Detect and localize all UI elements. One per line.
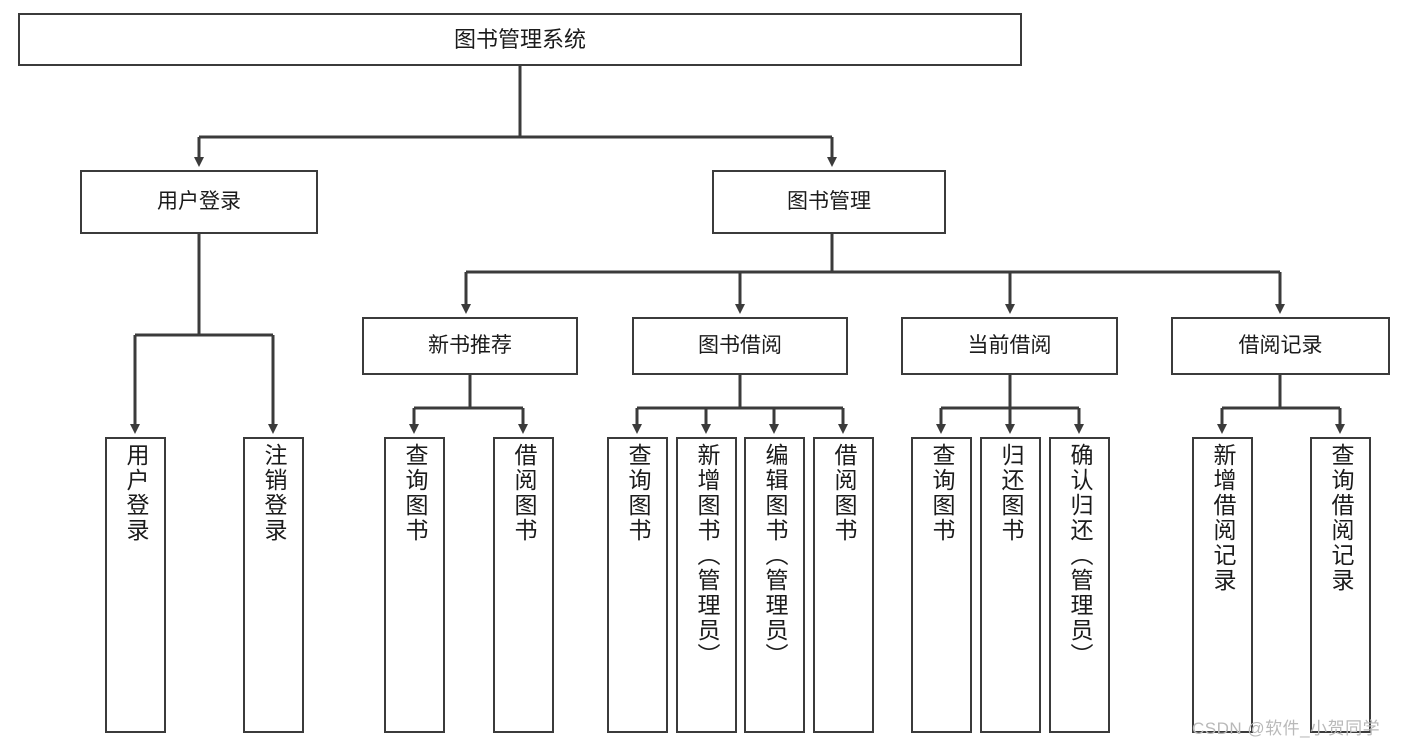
node-book-borrow[interactable]: 图书借阅 [632, 317, 848, 375]
node-label: 当前借阅 [967, 333, 1052, 357]
leaf-book-borrow-edit-book-admin[interactable]: 编辑图书（管理员） [744, 437, 805, 733]
node-root-book-management-system[interactable]: 图书管理系统 [18, 13, 1022, 66]
node-label: 查询图书 [625, 443, 651, 543]
node-label: 图书管理 [787, 189, 871, 213]
node-label: 新增借阅记录 [1210, 443, 1236, 593]
node-label: 查询借阅记录 [1328, 443, 1354, 593]
node-label: 确认归还（管理员） [1067, 443, 1093, 668]
node-book-management[interactable]: 图书管理 [712, 170, 946, 234]
node-label: 借阅图书 [831, 443, 857, 543]
node-label: 查询图书 [402, 443, 428, 543]
leaf-book-borrow-add-book-admin[interactable]: 新增图书（管理员） [676, 437, 737, 733]
leaf-borrow-record-add-record[interactable]: 新增借阅记录 [1192, 437, 1253, 733]
node-label: 编辑图书（管理员） [762, 443, 788, 668]
leaf-book-borrow-borrow-book[interactable]: 借阅图书 [813, 437, 874, 733]
node-label: 用户登录 [123, 443, 149, 543]
leaf-new-book-query-book[interactable]: 查询图书 [384, 437, 445, 733]
leaf-new-book-borrow-book[interactable]: 借阅图书 [493, 437, 554, 733]
csdn-watermark: CSDN @软件_小贺同学 [1192, 719, 1381, 738]
node-user-login[interactable]: 用户登录 [80, 170, 318, 234]
node-label: 用户登录 [157, 189, 241, 213]
node-label: 借阅图书 [511, 443, 537, 543]
node-label: 查询图书 [929, 443, 955, 543]
leaf-current-borrow-return-book[interactable]: 归还图书 [980, 437, 1041, 733]
node-label: 归还图书 [998, 443, 1024, 543]
node-label: 新书推荐 [428, 333, 512, 357]
node-label: 图书管理系统 [453, 26, 586, 52]
leaf-borrow-record-query-record[interactable]: 查询借阅记录 [1310, 437, 1371, 733]
node-label: 图书借阅 [698, 333, 782, 357]
node-label: 注销登录 [261, 443, 287, 543]
node-borrow-record[interactable]: 借阅记录 [1171, 317, 1390, 375]
node-new-book-recommend[interactable]: 新书推荐 [362, 317, 578, 375]
node-label: 借阅记录 [1238, 333, 1323, 357]
leaf-current-borrow-query-book[interactable]: 查询图书 [911, 437, 972, 733]
leaf-user-login-signin[interactable]: 用户登录 [105, 437, 166, 733]
leaf-book-borrow-query-book[interactable]: 查询图书 [607, 437, 668, 733]
node-label: 新增图书（管理员） [694, 443, 720, 668]
leaf-user-login-signout[interactable]: 注销登录 [243, 437, 304, 733]
leaf-current-borrow-confirm-return-admin[interactable]: 确认归还（管理员） [1049, 437, 1110, 733]
node-current-borrow[interactable]: 当前借阅 [901, 317, 1118, 375]
